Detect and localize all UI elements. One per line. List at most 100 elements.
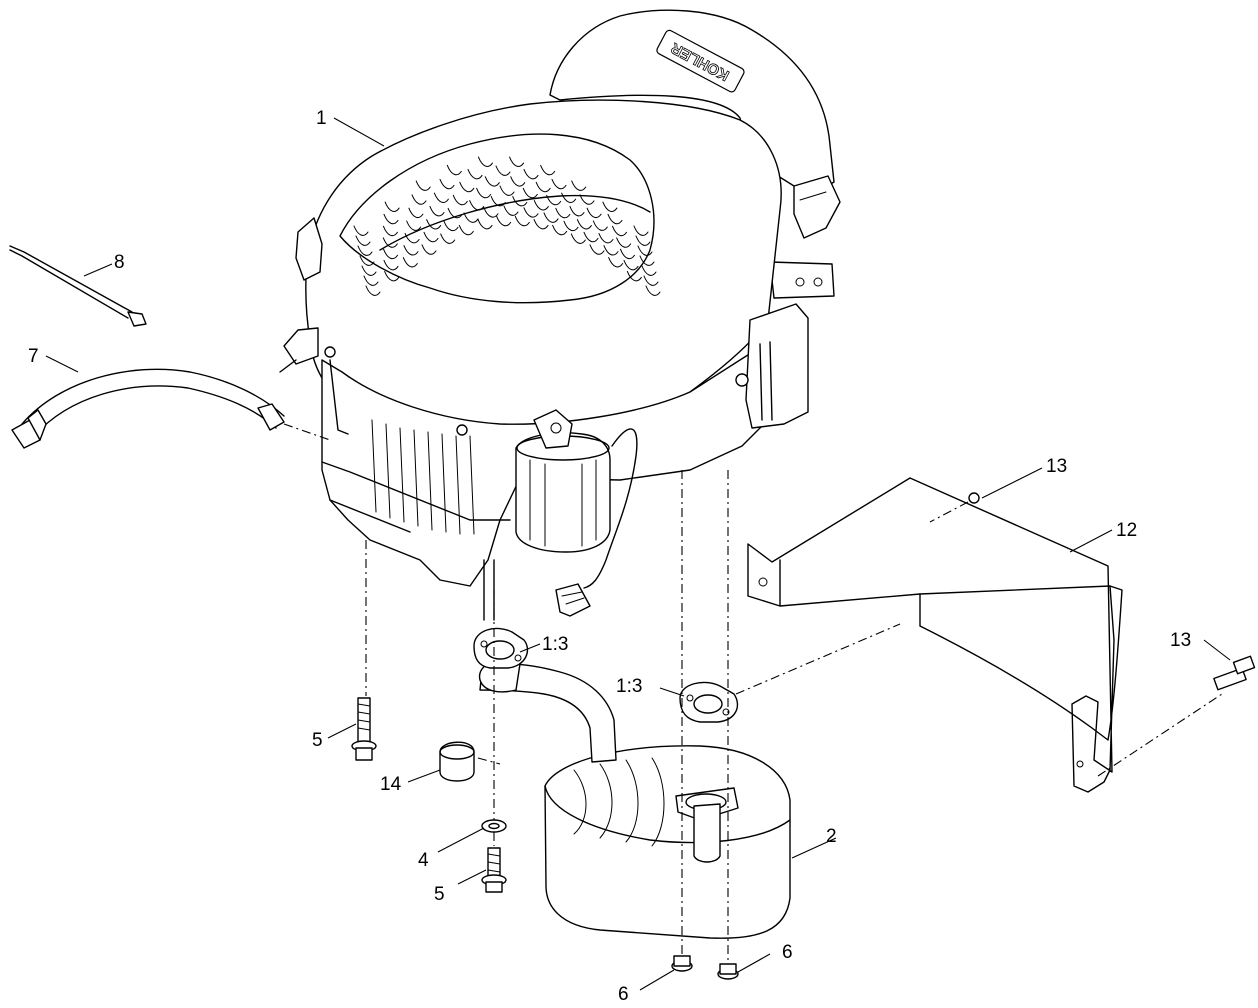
callout-6-left: 6: [618, 984, 629, 1005]
grille-slat: [469, 200, 485, 211]
assembly-centerlines: [283, 423, 1223, 962]
grille-slat: [570, 233, 586, 244]
fuel-hose-icon: [11, 368, 285, 449]
flange-nut-icon: [717, 963, 739, 980]
exhaust-gasket-icon: [473, 627, 529, 669]
grille-slat: [533, 218, 549, 230]
grille-slat: [569, 206, 585, 217]
grille-slat: [403, 245, 419, 256]
grille-slat: [496, 215, 512, 227]
grille-slat: [426, 219, 442, 230]
grille-slat: [382, 225, 398, 237]
grille-slat: [459, 181, 475, 193]
muffler-icon: [478, 659, 791, 939]
grille-slat: [411, 194, 427, 205]
grille-slat: [540, 164, 556, 176]
grille-slat: [439, 178, 455, 190]
grille-slat: [637, 245, 653, 256]
callout-13-upper: 13: [1046, 456, 1067, 477]
grille-slat: [499, 185, 515, 196]
grille-slat: [361, 265, 377, 276]
grille-slat: [510, 176, 526, 187]
grille-slat: [633, 225, 649, 236]
grille-slat: [641, 265, 657, 276]
callout-gasket-lower: 1:3: [616, 676, 642, 697]
callout-8: 8: [114, 252, 125, 273]
grille-slat: [383, 259, 399, 271]
grille-slat: [619, 248, 635, 260]
grille-slat: [626, 270, 642, 282]
grille-slat: [522, 187, 538, 199]
callout-12: 12: [1116, 520, 1137, 541]
grille-slat: [635, 235, 651, 246]
grille-slat: [612, 225, 628, 237]
grille-slat: [598, 232, 614, 244]
grille-slat: [359, 255, 375, 266]
grille-slat: [643, 275, 659, 286]
callout-14: 14: [380, 774, 402, 795]
grille-slat: [555, 207, 571, 219]
grille-slat: [607, 213, 623, 225]
flange-bolt-icon: [481, 847, 507, 893]
grille-slat: [382, 237, 398, 248]
callout-4: 4: [418, 850, 429, 871]
leader-lines: [45, 117, 1231, 991]
grille-slat: [535, 181, 551, 193]
grille-slat: [408, 207, 424, 219]
grille-slat: [484, 176, 500, 187]
grille-slat: [452, 194, 468, 206]
grille-slat: [503, 205, 519, 216]
grille-slat: [543, 212, 559, 223]
grille-slat: [353, 225, 369, 236]
grille-divider: [379, 194, 651, 251]
callout-5-upper: 5: [312, 730, 323, 751]
grille-slat: [406, 220, 422, 231]
grille-slat: [476, 187, 492, 199]
heat-shield-icon: [747, 477, 1123, 793]
callout-6-right: 6: [782, 942, 793, 963]
grille-slat: [623, 259, 639, 271]
grille-slat: [586, 207, 602, 219]
grille-slat: [363, 275, 379, 286]
grille-slat: [402, 257, 418, 268]
grille-slat: [523, 207, 539, 218]
grille-slat: [552, 224, 568, 236]
grille-slat: [495, 165, 511, 176]
grille-slat: [603, 245, 619, 256]
grille-slat: [551, 178, 567, 190]
grille-slat: [616, 237, 632, 248]
grille-slat: [421, 244, 437, 255]
grille-slat: [440, 233, 456, 244]
grille-slat: [571, 180, 587, 191]
cable-tie-icon: [9, 245, 147, 327]
grille-slat: [583, 231, 599, 243]
grille-slat: [645, 285, 661, 296]
grille-slat: [423, 231, 439, 243]
callout-2: 2: [826, 826, 837, 847]
grille-slat: [512, 196, 528, 207]
grille-slat: [576, 219, 592, 230]
grille-slat: [533, 200, 549, 211]
grille-slat: [579, 194, 595, 205]
callout-labels: 1 2 4 5 5 6 6 7 8 12 13 13 14 1:3 1:3: [28, 108, 1191, 1005]
grille-slat: [477, 156, 493, 167]
grille-slat: [357, 245, 373, 256]
grille-slat: [383, 213, 399, 225]
grille-slat: [446, 164, 462, 176]
grille-slat: [443, 220, 459, 232]
grille-slat: [458, 224, 474, 236]
grille-slat: [483, 207, 499, 218]
callout-5-lower: 5: [434, 884, 445, 905]
grille-slat: [467, 168, 483, 180]
grille-slat: [384, 270, 400, 282]
grille-slat: [639, 255, 655, 266]
shield-bolt-icon: [1213, 655, 1256, 691]
exhaust-gasket-icon: [679, 681, 739, 723]
grille-slat: [477, 218, 493, 230]
grille-slat: [355, 235, 371, 246]
callout-7: 7: [28, 346, 39, 367]
callout-1: 1: [316, 108, 327, 129]
grille-slat: [433, 192, 449, 203]
callout-gasket-upper: 1:3: [542, 634, 568, 655]
